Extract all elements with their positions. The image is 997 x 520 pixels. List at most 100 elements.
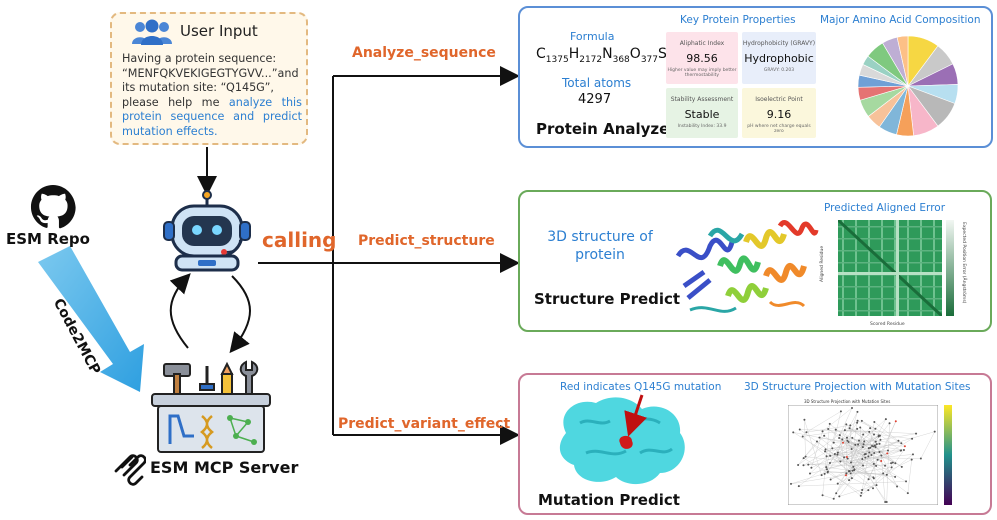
card-label: Isoelectric Point: [755, 96, 803, 103]
card-label: Stability Assessment: [670, 96, 734, 103]
residue-point: [863, 453, 866, 456]
backbone-segment: [824, 427, 871, 474]
backbone-segment: [798, 481, 907, 487]
backbone-segment: [852, 437, 882, 462]
residue-point: [886, 452, 889, 455]
backbone-segment: [804, 419, 822, 476]
residue-point: [828, 461, 831, 464]
residue-point: [872, 476, 875, 479]
residue-point: [867, 489, 870, 492]
call-predict-structure: Predict_structure: [358, 233, 495, 249]
structure-predict-title: Structure Predict: [534, 290, 681, 308]
backbone-segment: [824, 435, 864, 466]
residue-point: [905, 480, 908, 483]
backbone-segment: [828, 428, 870, 453]
pae-ylabel: Aligned Residue: [820, 245, 825, 282]
backbone-segment: [871, 419, 887, 447]
backbone-segment: [871, 445, 877, 486]
residue-point: [850, 477, 853, 480]
residue-point: [861, 457, 864, 460]
backbone-segment: [827, 472, 884, 474]
residue-point: [845, 472, 848, 475]
residue-point: [862, 433, 865, 436]
protein-analyze-panel: Formula C1375H2172N368O377S5 Total atoms…: [518, 6, 993, 148]
residue-point: [857, 443, 860, 446]
backbone-segment: [848, 411, 858, 443]
residue-point: [833, 452, 836, 455]
residue-point: [831, 447, 834, 450]
residue-point: [827, 427, 830, 430]
backbone-segment: [825, 449, 874, 478]
residue-point: [836, 451, 839, 454]
residue-point: [807, 463, 810, 466]
residue-point: [911, 453, 914, 456]
mcp-logo-icon: [114, 454, 146, 486]
residue-point: [798, 428, 801, 431]
card-value: Hydrophobic: [744, 52, 814, 65]
backbone-segment: [809, 450, 902, 474]
user-input-title: User Input: [180, 22, 258, 40]
residue-point: [829, 478, 832, 481]
formula-o: 377: [640, 54, 659, 65]
residue-point: [797, 485, 800, 488]
backbone-segment: [920, 431, 935, 459]
residue-point: [844, 474, 847, 477]
backbone-segment: [826, 469, 861, 496]
loop-arrow-left: [169, 273, 191, 349]
residue-point: [835, 492, 838, 495]
backbone-segment: [821, 422, 858, 476]
residue-point: [853, 469, 856, 472]
residue-point: [842, 441, 845, 444]
residue-point: [847, 470, 850, 473]
mcp-server-toolbox-icon: [151, 360, 271, 453]
mutation-predict-panel: Red indicates Q145G mutation Mutation Pr…: [518, 373, 992, 515]
backbone-segment: [851, 448, 907, 482]
residue-point: [852, 465, 855, 468]
backbone-segment: [869, 431, 898, 487]
residue-point: [873, 433, 876, 436]
residue-point: [910, 458, 913, 461]
residue-point: [849, 461, 852, 464]
card-note: Higher value may imply better thermostab…: [667, 68, 737, 78]
residue-point: [864, 456, 867, 459]
card-note: GRAVY: 0.203: [763, 68, 795, 73]
backbone-segment: [822, 495, 834, 499]
backbone-segment: [881, 421, 896, 456]
backbone-segment: [822, 407, 853, 432]
backbone-segment: [803, 458, 862, 493]
residue-point: [838, 436, 841, 439]
residue-point: [823, 434, 826, 437]
backbone-segment: [874, 452, 896, 464]
residue-point: [848, 427, 851, 430]
residue-point: [870, 454, 873, 457]
backbone-segment: [849, 444, 864, 472]
user-text-line: please help me analyze this protein sequ…: [122, 96, 302, 140]
residue-point: [873, 420, 876, 423]
esm-mcp-server-label: ESM MCP Server: [150, 458, 299, 477]
backbone-segment: [833, 411, 842, 443]
backbone-segment: [825, 443, 880, 452]
residue-point: [826, 471, 829, 474]
pae-cbar-label: Expected Position Error (Ångströms): [961, 222, 966, 304]
backbone-segment: [847, 440, 886, 503]
backbone-segment: [868, 421, 896, 480]
residue-point: [868, 430, 871, 433]
residue-point: [856, 410, 859, 413]
residue-point: [894, 462, 897, 465]
backbone-segment: [868, 456, 882, 462]
residue-point: [821, 494, 824, 497]
residue-point: [894, 420, 897, 423]
card-note: pH where net charge equals zero: [747, 124, 811, 134]
residue-point: [843, 456, 846, 459]
code2mcp-arrow: [38, 246, 144, 392]
backbone-segment: [803, 454, 913, 466]
residue-point: [832, 441, 835, 444]
backbone-segment: [798, 462, 831, 487]
robot-agent-icon: [163, 190, 251, 272]
residue-point: [867, 447, 870, 450]
residue-point: [890, 466, 893, 469]
projection-inner-title: 3D Structure Projection with Mutation Si…: [804, 399, 891, 404]
residue-point: [880, 459, 883, 462]
backbone-segment: [799, 429, 870, 433]
card-value: Stable: [684, 108, 720, 121]
